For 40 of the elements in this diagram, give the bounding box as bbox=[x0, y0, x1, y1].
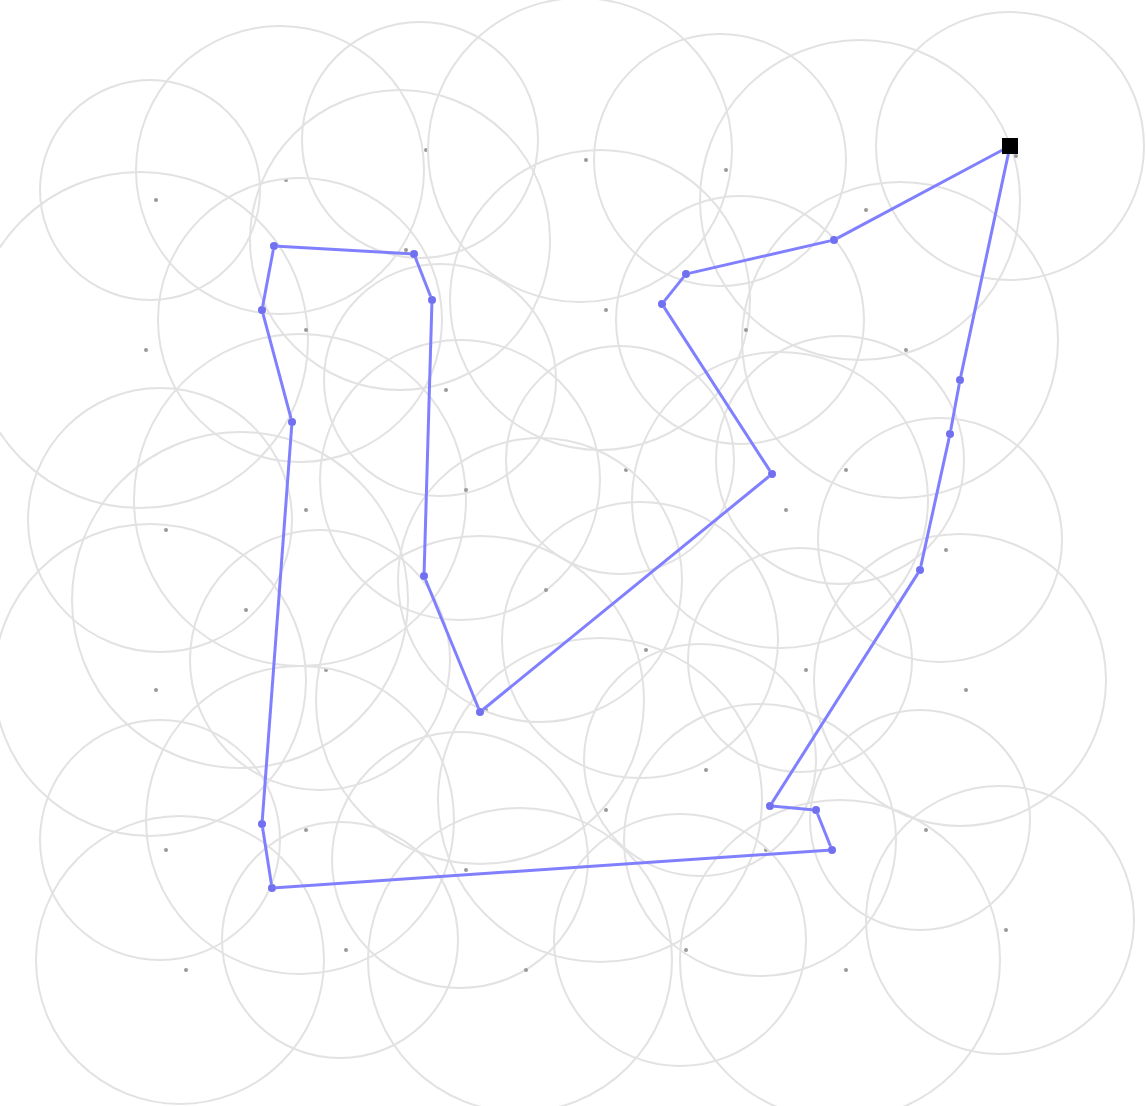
path-segment bbox=[414, 257, 432, 297]
waypoint-dot bbox=[682, 270, 690, 278]
waypoint-dot bbox=[258, 820, 266, 828]
waypoint-dot bbox=[428, 296, 436, 304]
path-segment bbox=[424, 579, 480, 709]
waypoint-dot bbox=[258, 306, 266, 314]
waypoint-dot bbox=[476, 708, 484, 716]
path-segment bbox=[836, 148, 1004, 240]
path-segment bbox=[959, 153, 1010, 377]
path-segment bbox=[816, 813, 832, 847]
path-segment bbox=[662, 306, 772, 472]
waypoint-dot bbox=[828, 846, 836, 854]
waypoint-dot bbox=[916, 566, 924, 574]
path-segment bbox=[689, 239, 831, 275]
waypoint-dot bbox=[812, 806, 820, 814]
path-segment bbox=[482, 475, 770, 711]
path-segment bbox=[663, 276, 685, 302]
path-segment bbox=[770, 572, 920, 804]
waypoint-dot bbox=[268, 884, 276, 892]
path-segment bbox=[261, 313, 293, 419]
path-segment bbox=[773, 804, 813, 812]
path-segment bbox=[919, 437, 951, 567]
path-segment bbox=[260, 425, 294, 821]
start-marker bbox=[1002, 138, 1018, 154]
path-segment bbox=[261, 249, 275, 307]
path-segment bbox=[949, 383, 961, 431]
waypoint-dot bbox=[270, 242, 278, 250]
waypoint-dot bbox=[410, 250, 418, 258]
waypoint-dot bbox=[766, 802, 774, 810]
path-segment bbox=[261, 827, 273, 885]
waypoint-dot bbox=[420, 572, 428, 580]
waypoint-dot bbox=[288, 418, 296, 426]
waypoint-dot bbox=[956, 376, 964, 384]
waypoint-dot bbox=[768, 470, 776, 478]
path-segment bbox=[275, 848, 829, 890]
path-segment bbox=[422, 303, 434, 573]
path-segment bbox=[277, 244, 411, 256]
waypoint-dot bbox=[830, 236, 838, 244]
waypoint-dot bbox=[658, 300, 666, 308]
waypoint-dot bbox=[946, 430, 954, 438]
